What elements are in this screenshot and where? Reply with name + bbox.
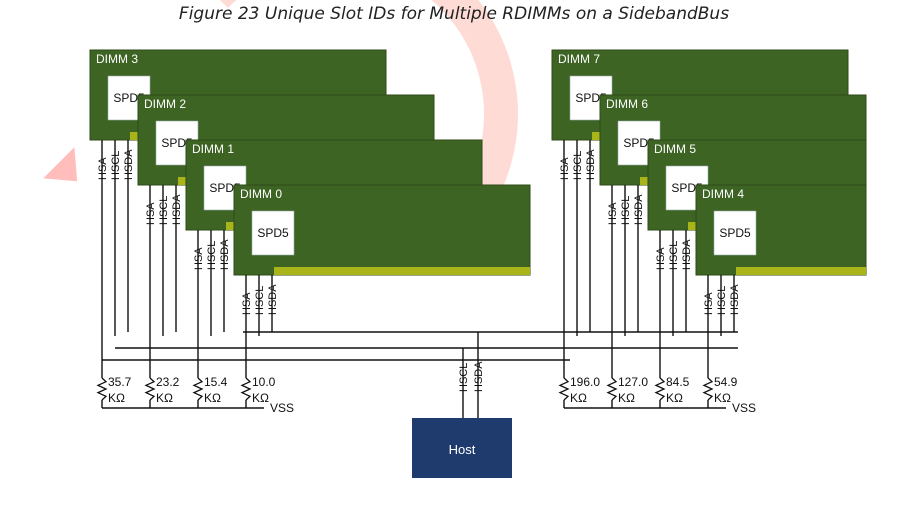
signal-label: HSA xyxy=(703,292,715,315)
signal-label: HSA xyxy=(97,157,109,180)
signal-label: HSCL xyxy=(110,151,122,180)
resistor-value: 23.2 xyxy=(156,375,180,389)
resistor-value: 196.0 xyxy=(570,375,600,389)
host-signal-label: HSCL xyxy=(458,363,470,392)
spd-label: SPD5 xyxy=(257,226,289,240)
signal-label: HSDA xyxy=(123,149,135,180)
signal-label: HSA xyxy=(655,247,667,270)
signal-label: HSDA xyxy=(267,284,279,315)
ground-label: VSS xyxy=(270,401,294,415)
dimm-pin-strip xyxy=(274,267,530,275)
resistor-unit: KΩ xyxy=(714,391,731,405)
signal-label: HSDA xyxy=(681,239,693,270)
address-resistor xyxy=(654,377,666,401)
spd-label: SPD5 xyxy=(671,181,703,195)
signal-label: HSCL xyxy=(716,286,728,315)
address-resistor xyxy=(192,377,204,401)
signal-label: HSDA xyxy=(585,149,597,180)
spd-label: SPD5 xyxy=(113,91,145,105)
resistor-value: 15.4 xyxy=(204,375,228,389)
signal-label: HSA xyxy=(145,202,157,225)
resistor-value: 84.5 xyxy=(666,375,690,389)
host-box xyxy=(412,418,512,478)
figure-caption: Figure 23 Unique Slot IDs for Multiple R… xyxy=(178,4,730,24)
signal-label: HSA xyxy=(559,157,571,180)
spd-label: SPD5 xyxy=(623,136,655,150)
signal-label: HSA xyxy=(193,247,205,270)
address-resistor xyxy=(96,377,108,401)
address-resistor xyxy=(702,377,714,401)
signal-label: HSCL xyxy=(668,241,680,270)
dimm-label: DIMM 3 xyxy=(96,52,138,66)
address-resistor xyxy=(606,377,618,401)
host-label: Host xyxy=(449,442,476,457)
dimm-label: DIMM 0 xyxy=(240,187,282,201)
signal-label: HSDA xyxy=(729,284,741,315)
signal-label: HSDA xyxy=(171,194,183,225)
spd-label: SPD5 xyxy=(161,136,193,150)
resistor-value: 35.7 xyxy=(108,375,132,389)
signal-label: HSA xyxy=(241,292,253,315)
dimm-label: DIMM 6 xyxy=(606,97,648,111)
address-resistor xyxy=(558,377,570,401)
signal-label: HSA xyxy=(607,202,619,225)
host-signal-label: HSDA xyxy=(473,361,485,392)
dimm-label: DIMM 7 xyxy=(558,52,600,66)
resistor-unit: KΩ xyxy=(252,391,269,405)
resistor-unit: KΩ xyxy=(108,391,125,405)
resistor-unit: KΩ xyxy=(618,391,635,405)
spd-chip xyxy=(251,210,295,256)
resistor-unit: KΩ xyxy=(666,391,683,405)
spd-label: SPD5 xyxy=(719,226,751,240)
dimm-label: DIMM 5 xyxy=(654,142,696,156)
spd-label: SPD5 xyxy=(209,181,241,195)
resistor-unit: KΩ xyxy=(204,391,221,405)
signal-label: HSCL xyxy=(206,241,218,270)
address-resistor xyxy=(144,377,156,401)
address-resistor xyxy=(240,377,252,401)
dimm-pin-strip xyxy=(736,267,866,275)
resistor-unit: KΩ xyxy=(570,391,587,405)
dimm-label: DIMM 1 xyxy=(192,142,234,156)
spd-chip xyxy=(713,210,757,256)
ground-label: VSS xyxy=(732,401,756,415)
resistor-value: 127.0 xyxy=(618,375,648,389)
signal-label: HSDA xyxy=(219,239,231,270)
resistor-unit: KΩ xyxy=(156,391,173,405)
signal-label: HSCL xyxy=(620,196,632,225)
spd-label: SPD5 xyxy=(575,91,607,105)
signal-label: HSCL xyxy=(254,286,266,315)
signal-label: HSDA xyxy=(633,194,645,225)
signal-label: HSCL xyxy=(158,196,170,225)
dimm-label: DIMM 4 xyxy=(702,187,744,201)
resistor-value: 10.0 xyxy=(252,375,276,389)
dimm-label: DIMM 2 xyxy=(144,97,186,111)
signal-label: HSCL xyxy=(572,151,584,180)
resistor-value: 54.9 xyxy=(714,375,738,389)
